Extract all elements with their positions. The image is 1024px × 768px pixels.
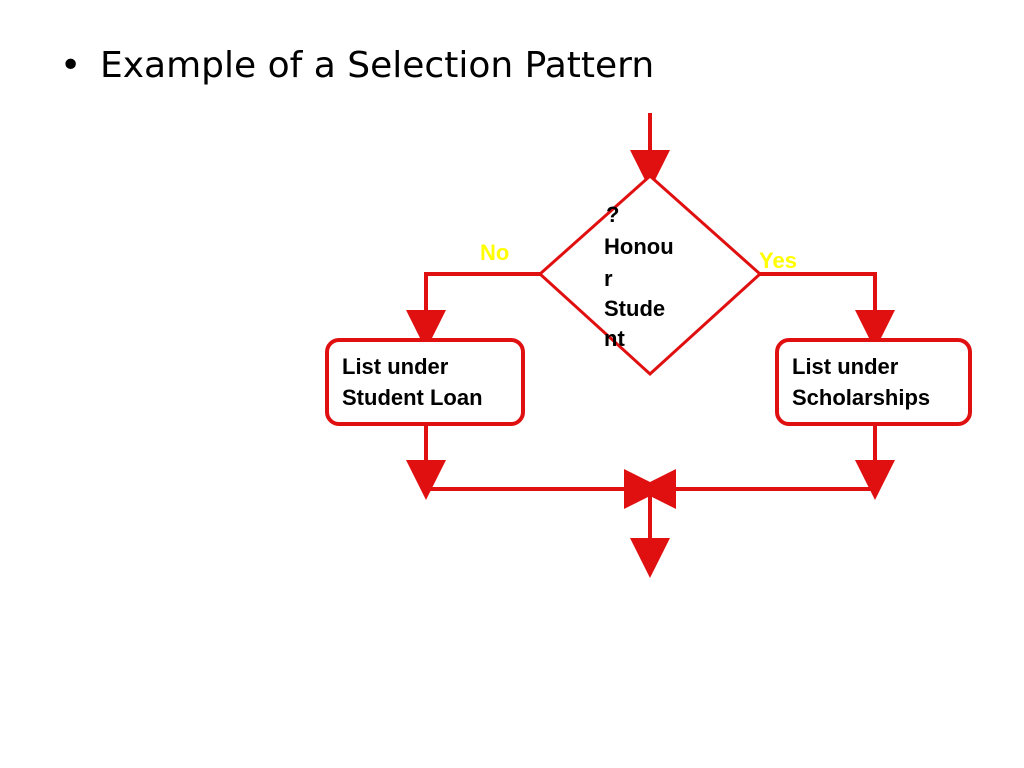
no-label: No: [480, 240, 509, 265]
student-loan-box: [325, 338, 525, 426]
scholarships-line-1: List under: [792, 354, 899, 379]
student-loan-line-1: List under: [342, 354, 449, 379]
slide-bullet: • Example of a Selection Pattern: [60, 42, 654, 90]
decision-line-5: nt: [604, 326, 625, 351]
student-loan-text: List under Student Loan: [342, 354, 483, 410]
decision-text: ? Honou r Stude nt: [604, 202, 680, 351]
scholarships-box: [775, 338, 972, 426]
yes-label: Yes: [759, 248, 797, 273]
decision-diamond: [537, 173, 763, 377]
scholarships-text: List under Scholarships: [792, 354, 930, 410]
yes-branch-line: [760, 272, 895, 350]
scholarships-line-2: Scholarships: [792, 385, 930, 410]
no-branch-line: [406, 272, 540, 350]
student-loan-line-2: Student Loan: [342, 385, 483, 410]
decision-line-4: Stude: [604, 296, 665, 321]
decision-line-2: Honou: [604, 234, 674, 259]
decision-line-1: ?: [606, 202, 619, 227]
bullet-dot: •: [60, 45, 82, 86]
slide-bullet-text: Example of a Selection Pattern: [100, 45, 655, 86]
decision-line-3: r: [604, 266, 613, 291]
